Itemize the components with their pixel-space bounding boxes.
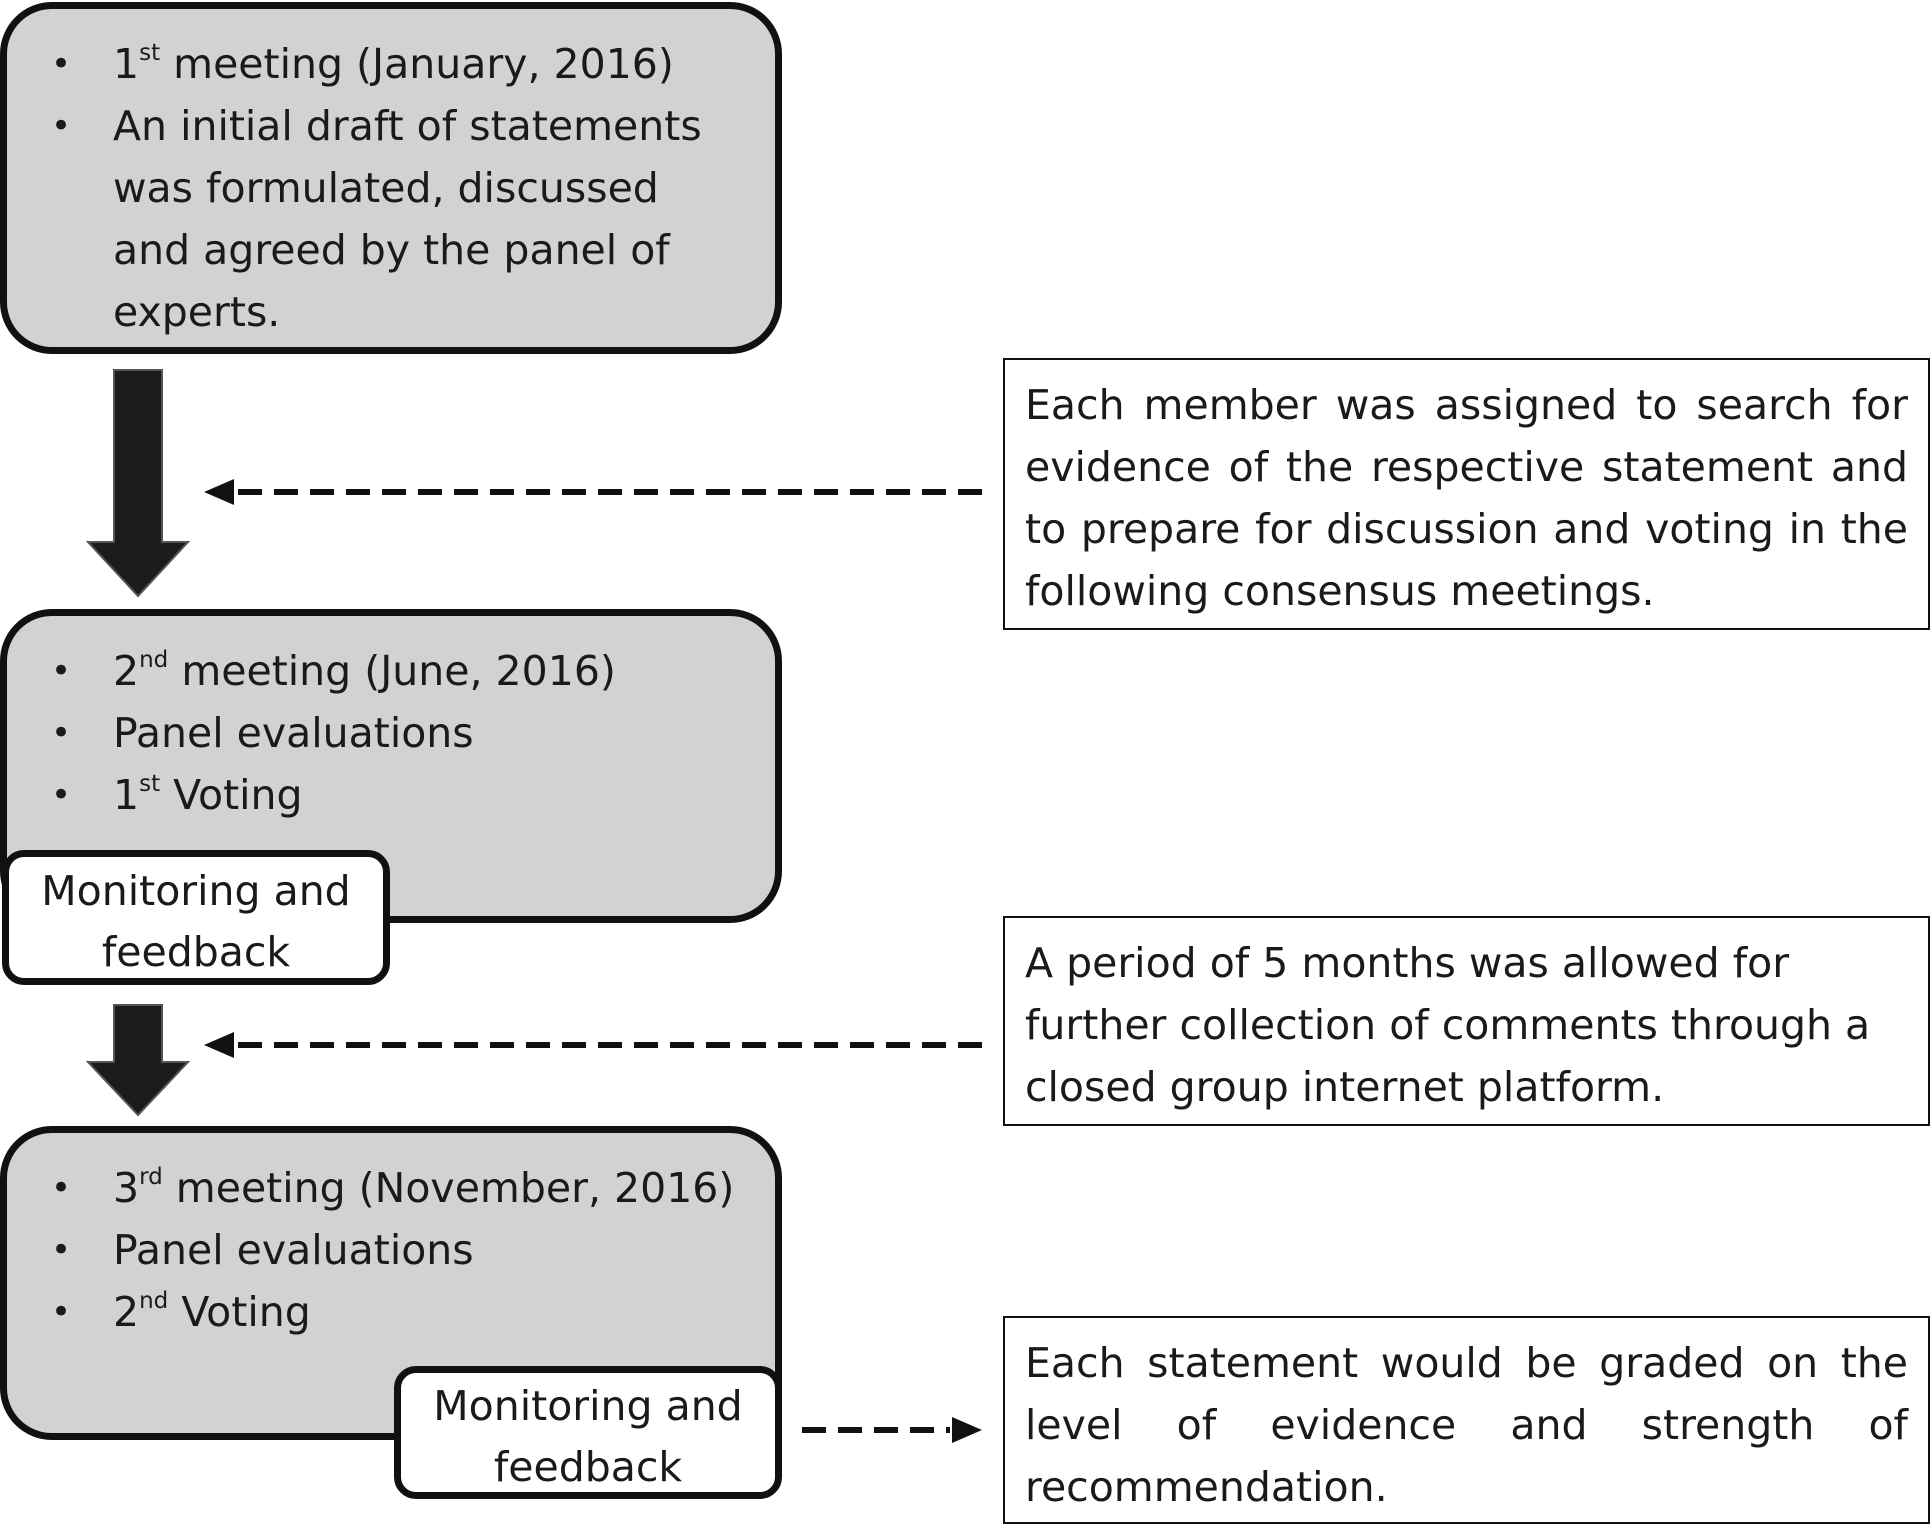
meeting-3-item-2: Panel evaluations [51, 1219, 735, 1281]
meeting-1-item-2: An initial draft of statements was formu… [51, 95, 713, 343]
meeting-2-item-3: 1st Voting [51, 764, 735, 826]
meeting-2-box: 2nd meeting (June, 2016) Panel evaluatio… [0, 609, 782, 923]
down-arrow-2 [85, 1004, 191, 1117]
meeting-3-list: 3rd meeting (November, 2016) Panel evalu… [51, 1157, 735, 1343]
meeting-2-feedback-label: Monitoring and feedback [2, 850, 390, 985]
meeting-3-item-1: 3rd meeting (November, 2016) [51, 1157, 735, 1219]
meeting-3-feedback-label: Monitoring and feedback [394, 1366, 782, 1499]
meeting-1-list: 1st meeting (January, 2016) An initial d… [51, 33, 735, 343]
note-comment-period: A period of 5 months was allowed for fur… [1003, 916, 1930, 1126]
dashed-arrow-2 [204, 1032, 982, 1058]
meeting-2-list: 2nd meeting (June, 2016) Panel evaluatio… [51, 640, 735, 826]
note-evidence-search: Each member was assigned to search for e… [1003, 358, 1930, 630]
meeting-1-item-1: 1st meeting (January, 2016) [51, 33, 735, 95]
meeting-3-item-3: 2nd Voting [51, 1281, 735, 1343]
dashed-arrow-3 [802, 1417, 982, 1443]
note-grading: Each statement would be graded on the le… [1003, 1316, 1930, 1524]
down-arrow-1 [85, 369, 191, 598]
meeting-2-item-1: 2nd meeting (June, 2016) [51, 640, 735, 702]
meeting-1-box: 1st meeting (January, 2016) An initial d… [0, 2, 782, 354]
dashed-arrow-1 [204, 479, 982, 505]
meeting-2-item-2: Panel evaluations [51, 702, 735, 764]
